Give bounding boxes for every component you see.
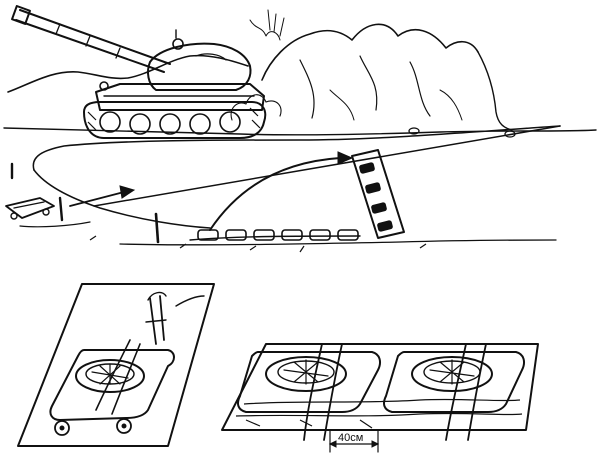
mine-spacing-detail-inset: 40см [221,343,539,453]
mine-hose-section [351,149,405,239]
deployed-mines [197,229,359,241]
tank-road-wheels [99,111,241,135]
launch-zone-outline [10,125,561,229]
spacing-label: 40см [338,432,363,444]
launcher-cart [5,196,91,228]
rocky-hills [3,9,597,138]
cart-detail-inset [17,283,215,447]
rocket-trajectory [69,151,354,231]
tank [11,5,267,139]
spacing-dimension: 40см [328,429,380,453]
hose-mines [359,162,393,232]
mine-line [89,212,557,253]
